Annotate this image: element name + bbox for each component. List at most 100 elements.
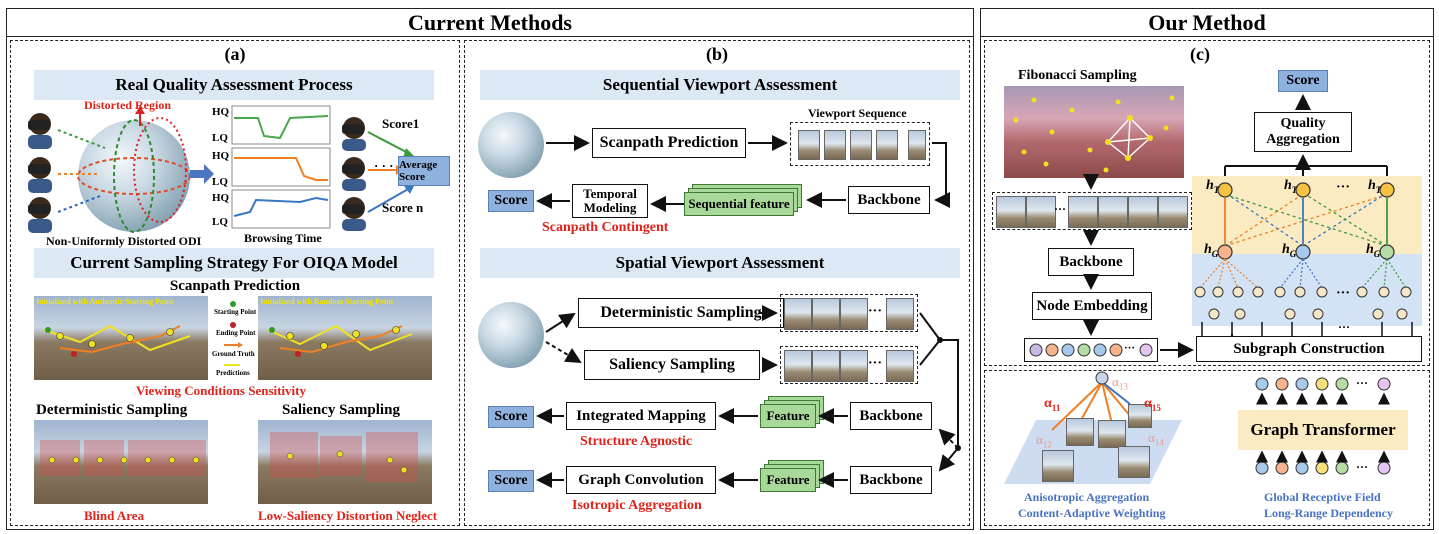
viewport-sequence-box <box>790 122 930 166</box>
ht-label-1: hT <box>1206 178 1220 195</box>
odi-sphere <box>78 120 190 232</box>
patch-3 <box>1068 196 1098 228</box>
backbone-spatial-2: Backbone <box>850 466 932 494</box>
isotropic-aggregation-label: Isotropic Aggregation <box>572 498 702 513</box>
scanpath-prediction-box: Scanpath Prediction <box>592 128 746 158</box>
hq-label-2: HQ <box>212 150 230 162</box>
legend-start: Starting Point <box>214 308 257 316</box>
gt-top-ellipsis: ··· <box>1356 376 1369 390</box>
subgraph-construction-box: Subgraph Construction <box>1196 336 1422 362</box>
score-c: Score <box>1278 70 1328 92</box>
our-method-header-line <box>980 36 1434 37</box>
viewport-sequence-label: Viewport Sequence <box>808 106 907 120</box>
graph-transformer-box: Graph Transformer <box>1238 410 1408 450</box>
scoren-label: Score n <box>382 200 424 215</box>
global-caption-2: Long-Range Dependency <box>1264 506 1394 520</box>
integrated-mapping-box: Integrated Mapping <box>566 402 716 430</box>
feature-1-box: Feature <box>760 404 816 428</box>
blind-area-label: Blind Area <box>84 508 145 523</box>
ht-ellipsis: ··· <box>1336 180 1351 195</box>
real-quality-band: Real Quality Assessment Process <box>34 70 434 100</box>
backbone-spatial-1: Backbone <box>850 402 932 430</box>
backbone-seq-box: Backbone <box>848 186 930 214</box>
sal-sampling-a-label: Saliency Sampling <box>282 402 400 418</box>
scanpath-overlay <box>43 301 413 366</box>
viewport-thumb-4 <box>876 130 898 160</box>
quality-aggregation-box: Quality Aggregation <box>1254 112 1352 152</box>
backbone-c-box: Backbone <box>1048 248 1134 276</box>
sal-thumb-2 <box>812 350 840 382</box>
aniso-caption-2: Content-Adaptive Weighting <box>1018 506 1166 520</box>
low-saliency-label: Low-Saliency Distortion Neglect <box>258 508 438 523</box>
score-spatial-1: Score <box>488 406 534 428</box>
panel-a-label: (a) <box>224 44 246 64</box>
current-methods-frame <box>6 8 974 530</box>
det-sampling-box: Deterministic Sampling <box>578 298 784 328</box>
det-thumb-3 <box>840 298 868 330</box>
legend-end: Ending Point <box>216 329 256 337</box>
dots-label: · · · <box>374 158 394 173</box>
graph-convolution-box: Graph Convolution <box>566 466 716 494</box>
lq-label-3: LQ <box>212 216 228 228</box>
score1-label: Score1 <box>382 116 420 131</box>
viewport-thumb-1 <box>798 130 820 160</box>
det-sampling-a-label: Deterministic Sampling <box>36 402 188 418</box>
ht-label-3: hT <box>1368 178 1382 195</box>
panel-b-arrows <box>536 135 961 488</box>
temporal-modeling-box: Temporal Modeling <box>572 184 648 218</box>
lq-label-2: LQ <box>212 176 228 188</box>
panel-a-frame <box>10 40 460 526</box>
sequential-feature-box: Sequential feature <box>684 192 794 216</box>
average-score-box: Average Score <box>398 156 450 186</box>
gt-bottom-ellipsis: ··· <box>1356 460 1369 474</box>
hg-label-2: hG <box>1282 242 1297 259</box>
lq-label-1: LQ <box>212 132 228 144</box>
node-embedding-box: Node Embedding <box>1032 292 1152 320</box>
ht-label-2: hT <box>1284 178 1298 195</box>
legend-pred: Predictions <box>216 369 250 377</box>
aniso-patch-2 <box>1066 418 1094 446</box>
hq-label-3: HQ <box>212 192 230 204</box>
sal-pano <box>258 420 432 504</box>
hg-label-1: hG <box>1204 242 1219 259</box>
panel-c-label: (c) <box>1190 44 1210 64</box>
viewport-thumb-3 <box>850 130 872 160</box>
node-row-ellipsis: ··· <box>1124 342 1136 354</box>
det-ellipsis: ··· <box>868 304 883 319</box>
scanpath-contingent-label: Scanpath Contingent <box>542 220 669 235</box>
sal-thumb-3 <box>840 350 868 382</box>
structure-agnostic-label: Structure Agnostic <box>580 434 693 449</box>
sequential-band: Sequential Viewport Assessment <box>480 70 960 100</box>
sal-thumb-1 <box>784 350 812 382</box>
det-thumb-1 <box>784 298 812 330</box>
aniso-patch-5 <box>1128 404 1152 428</box>
current-methods-title: Current Methods <box>408 10 572 35</box>
current-methods-header-line <box>6 36 974 37</box>
feature-2-box: Feature <box>760 468 816 492</box>
sampling-overlay <box>40 432 418 482</box>
alpha-14: α14 <box>1148 430 1164 448</box>
browsing-time-label: Browsing Time <box>244 231 322 245</box>
spatial-sphere <box>478 302 544 368</box>
patch-strip <box>992 192 1192 230</box>
score-seq: Score <box>488 190 534 212</box>
panel-b-label: (b) <box>706 44 728 64</box>
init-random-label: Initialized with Random Starting Point <box>260 297 394 306</box>
patch-4 <box>1098 196 1128 228</box>
patch-1 <box>996 196 1026 228</box>
sphere-overlay <box>28 105 416 233</box>
viewport-thumb-2 <box>824 130 846 160</box>
hg-ellipsis: ··· <box>1336 286 1351 301</box>
aniso-patch-1 <box>1042 450 1074 482</box>
score-spatial-2: Score <box>488 470 534 492</box>
sal-sampling-box: Saliency Sampling <box>584 350 760 380</box>
alpha-12: α12 <box>1036 432 1052 450</box>
global-caption-1: Global Receptive Field <box>1264 490 1381 504</box>
seq-sphere <box>478 112 544 178</box>
patch-6 <box>1158 196 1188 228</box>
subgraph-ellipsis: ··· <box>1338 320 1351 334</box>
panel-c-bottom-frame <box>984 370 1430 526</box>
